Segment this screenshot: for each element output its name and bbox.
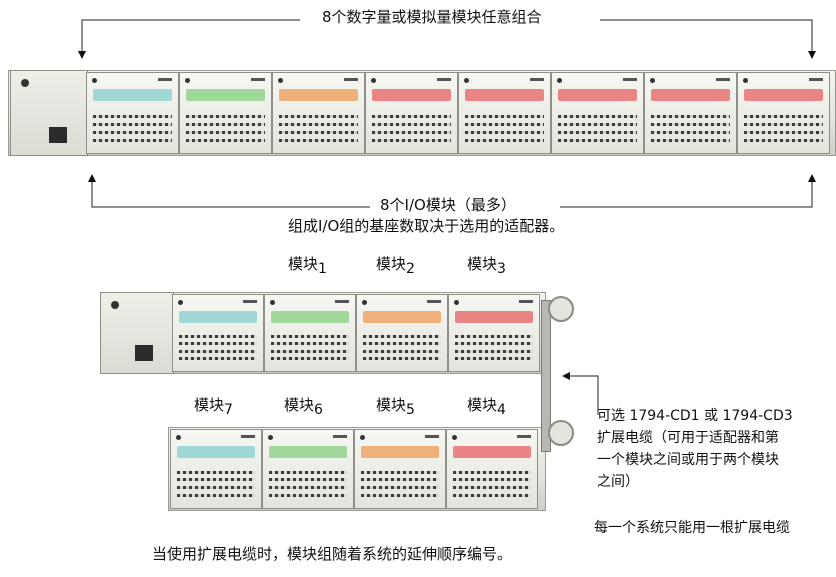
top-io-module-6 xyxy=(551,72,644,154)
top-title: 8个数字量或模拟量模块任意组合 xyxy=(322,8,542,26)
cable-note-line1: 可选 1794-CD1 或 1794-CD3 xyxy=(597,408,793,424)
row1-adapter xyxy=(100,292,174,374)
row2-io-module-3 xyxy=(354,429,446,509)
row1-io-module-3 xyxy=(356,294,448,372)
module-label-2: 模块2 xyxy=(376,255,415,277)
module-label-1: 模块1 xyxy=(288,255,327,277)
cable-pointer-arrow xyxy=(562,372,599,415)
top-io-module-7 xyxy=(644,72,737,154)
row2-io-module-1 xyxy=(170,429,262,509)
cable-connector-bottom xyxy=(548,420,574,446)
top-adapter xyxy=(10,70,88,156)
bottom-caption: 当使用扩展电缆时，模块组随着系统的延伸顺序编号。 xyxy=(152,545,513,563)
cable-note-line2: 扩展电缆（可用于适配器和第 xyxy=(597,430,779,446)
cable-connector-top xyxy=(548,296,574,322)
top-io-module-4 xyxy=(365,72,458,154)
module-label-4: 模块4 xyxy=(467,396,506,418)
one-cable-note: 每一个系统只能用一根扩展电缆 xyxy=(594,520,790,536)
row1-io-module-2 xyxy=(264,294,356,372)
top-bracket-line-right xyxy=(600,19,816,59)
bottom-bracket-line-right xyxy=(560,174,816,208)
cable-note-line4: 之间） xyxy=(597,474,639,490)
bottom-bracket-line-left xyxy=(88,174,370,208)
base-count-note: 组成I/O组的基座数取决于选用的适配器。 xyxy=(288,217,565,235)
top-io-module-8 xyxy=(737,72,830,154)
row1-io-module-4 xyxy=(448,294,540,372)
top-io-module-3 xyxy=(272,72,365,154)
extension-cable xyxy=(541,300,551,452)
row2-io-module-2 xyxy=(262,429,354,509)
module-label-3: 模块3 xyxy=(467,255,506,277)
top-io-module-1 xyxy=(86,72,179,154)
module-label-5: 模块5 xyxy=(376,396,415,418)
max-modules-label: 8个I/O模块（最多） xyxy=(380,196,516,214)
row2-io-module-4 xyxy=(446,429,538,509)
module-label-6: 模块6 xyxy=(284,396,323,418)
cable-note-line3: 一个模块之间或用于两个模块 xyxy=(597,452,779,468)
top-bracket-line xyxy=(78,19,300,59)
module-label-7: 模块7 xyxy=(194,396,233,418)
row1-io-module-1 xyxy=(172,294,264,372)
top-io-module-5 xyxy=(458,72,551,154)
top-io-module-2 xyxy=(179,72,272,154)
